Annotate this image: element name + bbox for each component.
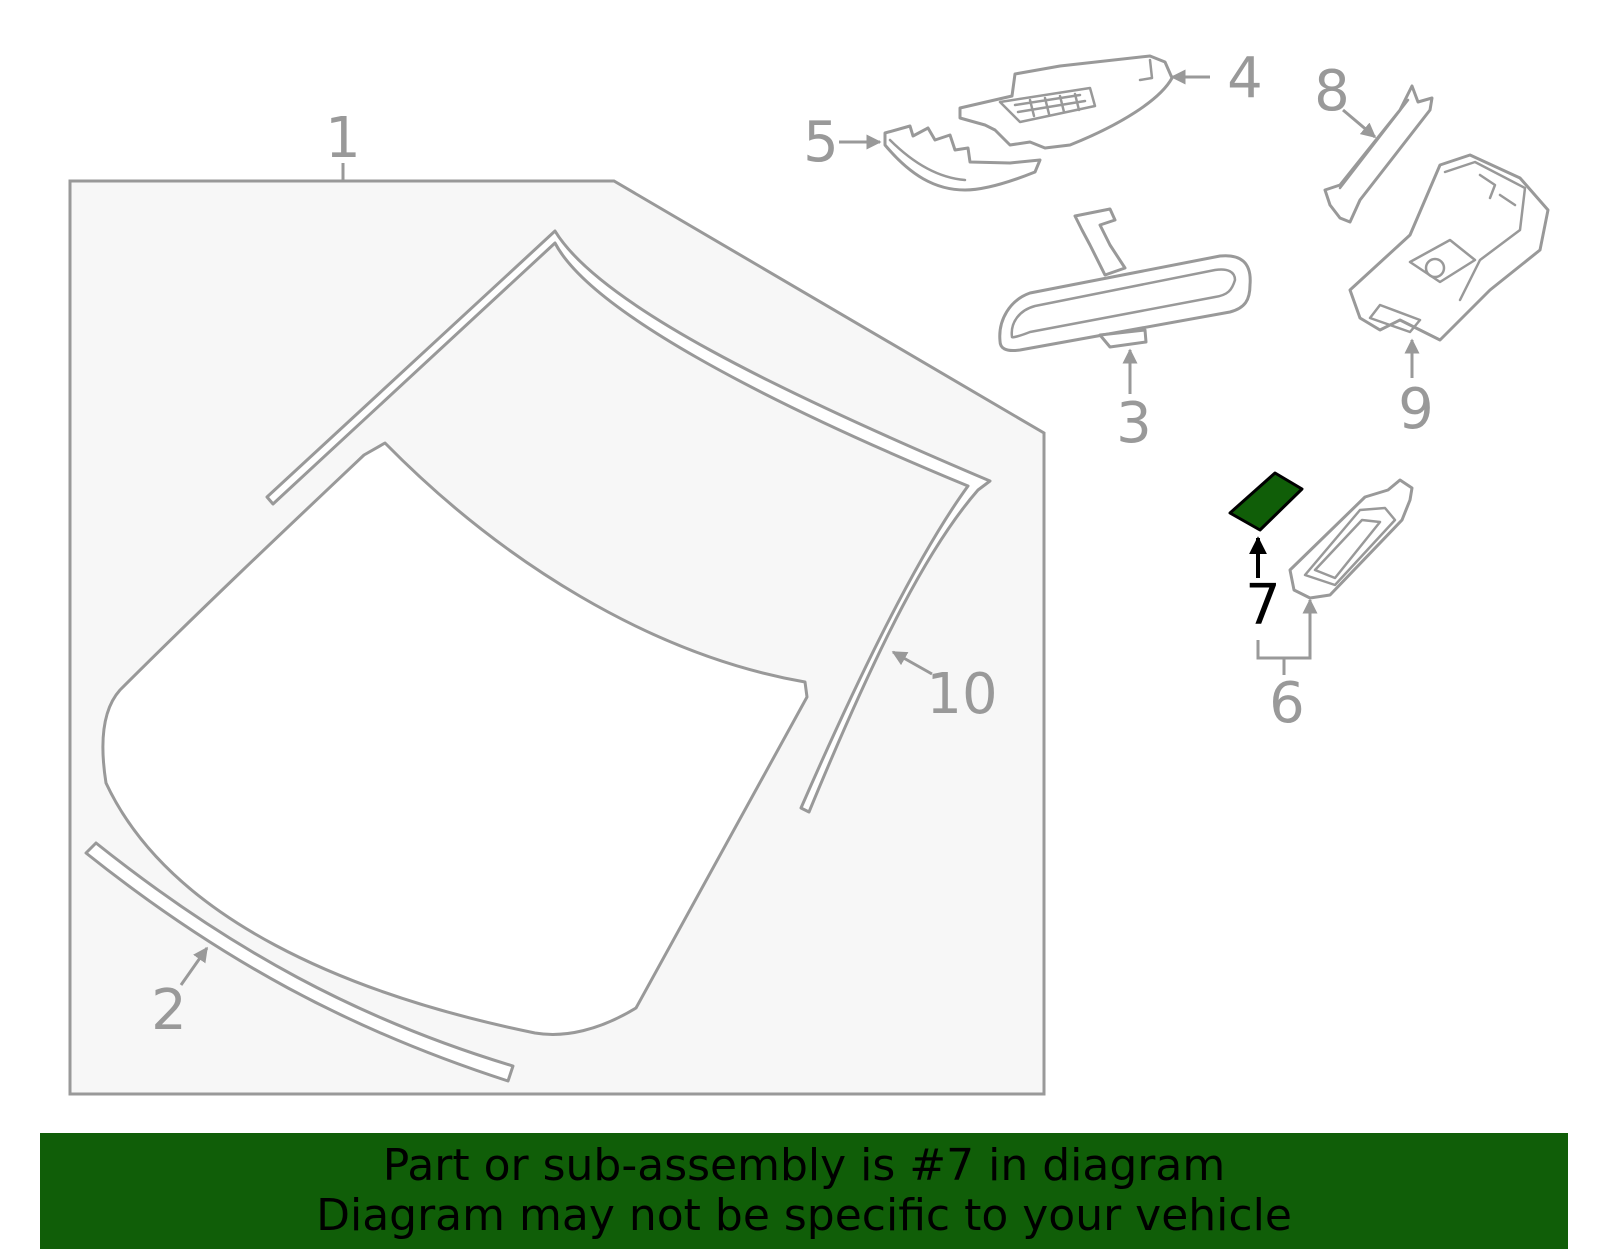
leader-2 <box>179 946 209 986</box>
rear-view-mirror <box>998 207 1252 352</box>
windshield-lower-molding <box>84 841 515 1083</box>
overhead-console <box>958 54 1174 150</box>
callout-5: 5 <box>803 110 839 175</box>
sensor-housing <box>1348 153 1550 342</box>
console-trim-cover <box>883 124 1042 192</box>
callout-8: 8 <box>1314 59 1350 124</box>
callout-3: 3 <box>1116 391 1152 456</box>
callout-2: 2 <box>151 978 187 1043</box>
info-banner: Part or sub-assembly is #7 in diagram Di… <box>40 1133 1568 1249</box>
callout-10: 10 <box>926 662 997 727</box>
windshield-glass <box>101 441 809 1036</box>
callout-1: 1 <box>325 106 361 171</box>
callout-4: 4 <box>1227 46 1263 111</box>
leader-8 <box>1342 108 1377 139</box>
leader-10 <box>891 650 933 676</box>
highlighted-part-7 <box>1228 471 1304 532</box>
callout-6: 6 <box>1269 671 1305 736</box>
sensor-module <box>1288 478 1414 600</box>
banner-line-2: Diagram may not be specific to your vehi… <box>316 1190 1292 1241</box>
windshield-upper-molding <box>265 229 992 814</box>
mounting-bracket <box>1323 84 1434 224</box>
banner-line-1: Part or sub-assembly is #7 in diagram <box>382 1140 1226 1191</box>
callout-7: 7 <box>1245 573 1281 638</box>
callout-9: 9 <box>1398 377 1434 442</box>
